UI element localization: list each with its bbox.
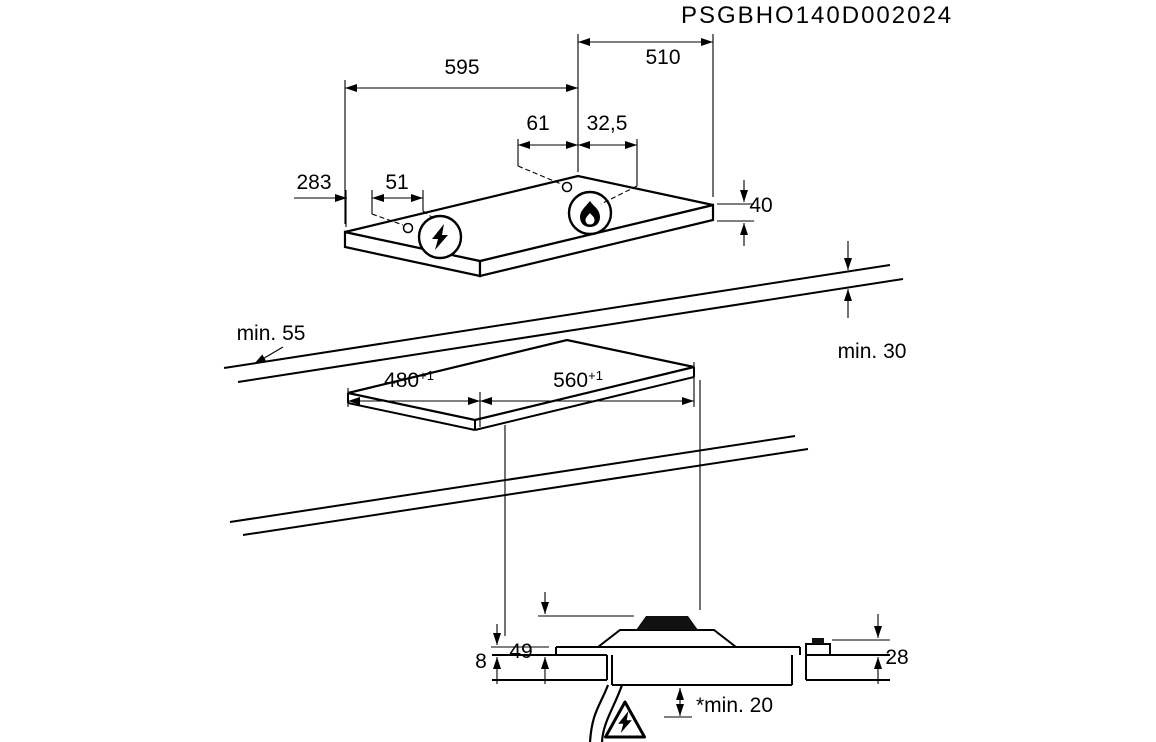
dimension-40: 40 <box>717 180 773 246</box>
worktop-rear-edge <box>223 264 891 369</box>
connection-box <box>805 638 831 656</box>
dimension-min-20: *min. 20 <box>664 688 773 718</box>
dim-label-front-clearance: min. 55 <box>237 322 306 345</box>
dim-label-rear-clearance: min. 30 <box>838 340 907 363</box>
wall-line <box>237 278 904 383</box>
electric-warning-icon <box>618 710 632 734</box>
dim-label-ignition: 51 <box>385 171 408 194</box>
electric-warning <box>604 700 646 739</box>
hob-isometric-view <box>343 174 715 278</box>
dimension-61-32_5: 61 32,5 <box>517 112 638 205</box>
dim-label-connection-height: 28 <box>885 646 908 669</box>
worktop-front-edge <box>229 435 796 523</box>
gas-burner-symbol <box>567 190 613 236</box>
burner-cap <box>636 616 698 630</box>
flame-icon <box>580 201 600 227</box>
supply-pipe <box>588 684 624 742</box>
ignition-point-marker <box>402 222 414 234</box>
lightning-icon <box>432 224 448 250</box>
dim-label-burner-height: 49 <box>509 640 532 663</box>
worktop-cutout-view <box>223 264 904 636</box>
cutout-dimensions: 480+1 560+1 min. 55 min. 30 <box>237 241 907 427</box>
dimension-min-30: min. 30 <box>838 241 907 363</box>
dimension-283-51: 283 51 <box>294 171 437 227</box>
top-view-dimensions: 595 510 61 32,5 283 51 <box>294 34 773 246</box>
dim-label-glass: 8 <box>475 650 487 673</box>
dim-label-left: 283 <box>296 171 331 194</box>
dim-label-burner-offset: 32,5 <box>587 112 628 135</box>
model-code: PSGBHO140D002024 <box>681 2 953 29</box>
worktop-front-edge-lower <box>242 448 809 536</box>
burner-profile <box>597 616 737 648</box>
dimension-480-560: 480+1 560+1 <box>347 362 695 427</box>
dimension-28: 28 <box>832 614 909 684</box>
dimension-49: 49 <box>509 592 634 684</box>
dim-label-depth: 510 <box>645 46 680 69</box>
dimension-8: 8 <box>475 624 549 684</box>
hob-underbox <box>611 655 793 686</box>
dimension-min-55: min. 55 <box>237 322 306 365</box>
dim-label-cutout-width: 560+1 <box>553 368 603 392</box>
ignition-symbol <box>417 214 463 260</box>
dim-label-height: 40 <box>749 194 772 217</box>
dimension-510: 510 <box>578 34 714 197</box>
cross-section-view <box>492 616 890 742</box>
dim-label-bottom-clearance: *min. 20 <box>696 694 773 717</box>
dim-label-cutout-depth: 480+1 <box>384 368 434 392</box>
dim-label-burner-front: 61 <box>526 112 549 135</box>
burner-point-marker <box>561 181 573 193</box>
section-dimensions: 8 49 28 *min. 20 <box>475 592 909 718</box>
hob-glass-panel <box>555 646 801 655</box>
dim-label-width: 595 <box>444 56 479 79</box>
